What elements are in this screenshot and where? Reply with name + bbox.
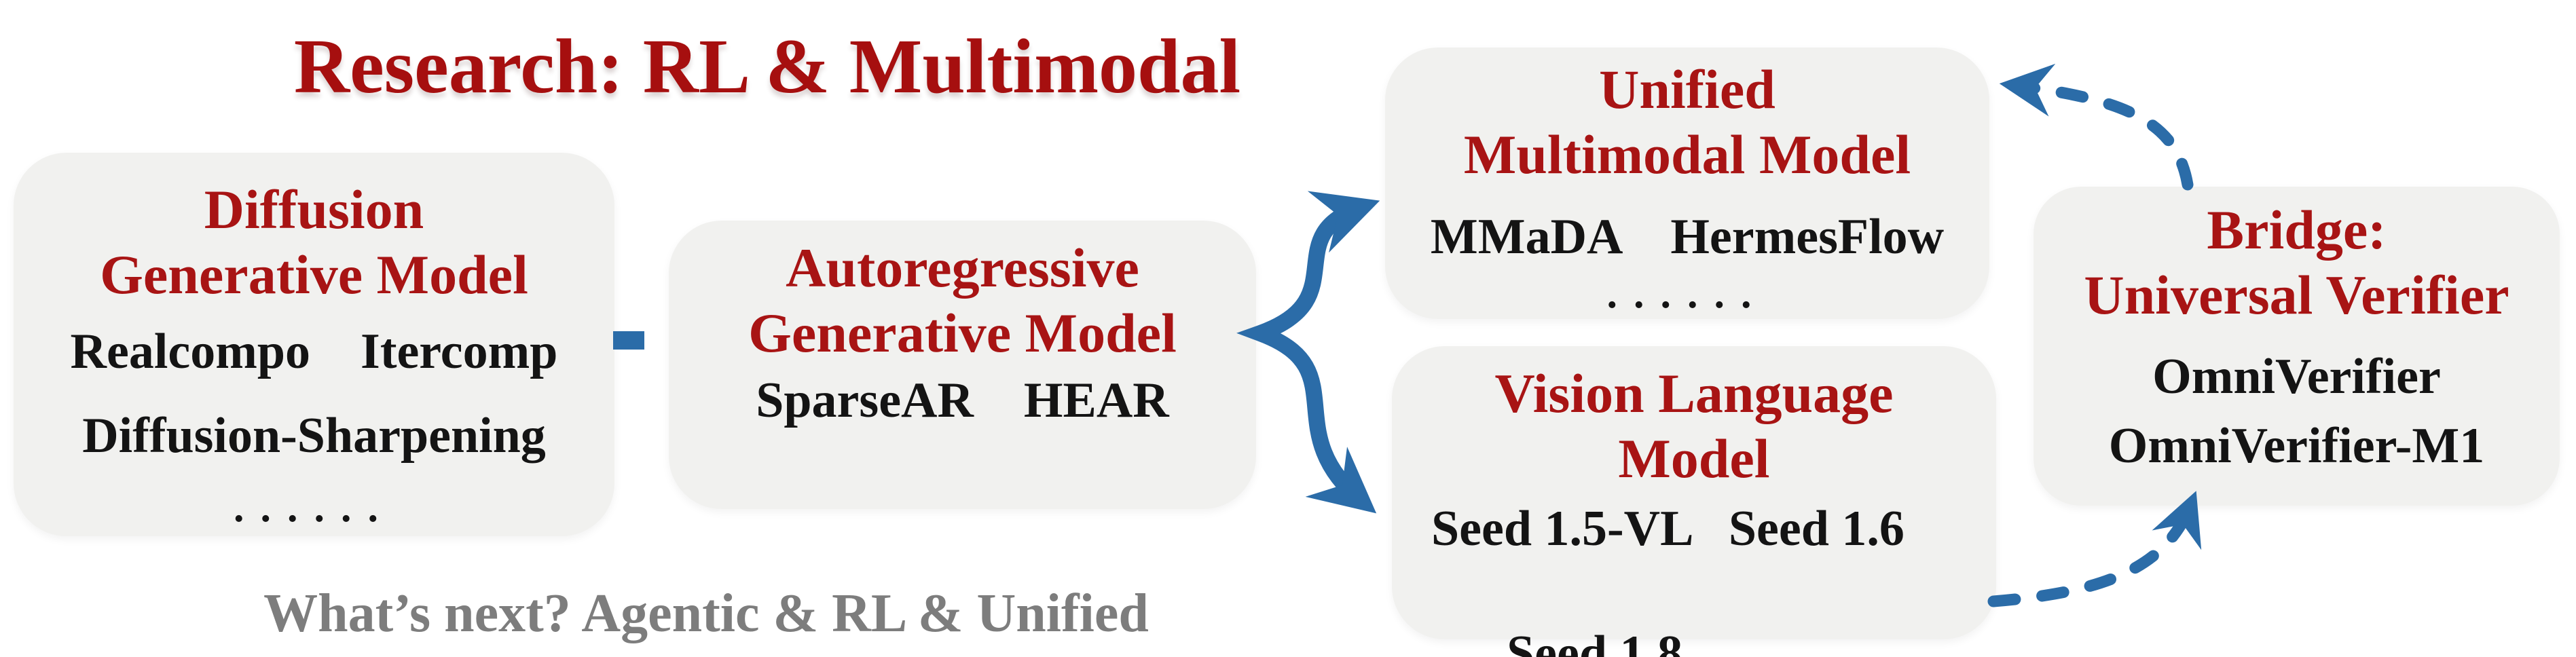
- box-autoregressive-title-line2: Generative Model: [748, 301, 1177, 364]
- box-diffusion-ellipsis: ......: [234, 484, 394, 531]
- bridge-to-unified-dashed-arrow-icon: [1999, 63, 2194, 191]
- box-diffusion-row-realcompo-itercomp: Realcompo Itercomp: [70, 323, 558, 379]
- box-vlm-ellipsis: ......: [1784, 633, 1945, 657]
- split-brace-arrow-icon: [1236, 191, 1380, 514]
- connector-dash-icon: [613, 331, 644, 350]
- box-bridge-universal-verifier: Bridge: Universal Verifier OmniVerifier …: [2034, 187, 2560, 506]
- whats-next-caption: What’s next? Agentic & RL & Unified: [263, 584, 1149, 643]
- box-unified-title-line1: Unified: [1599, 58, 1775, 120]
- box-vision-language-model: Vision Language Model Seed 1.5-VL Seed 1…: [1392, 346, 1996, 657]
- box-diffusion-generative-model: Diffusion Generative Model Realcompo Ite…: [14, 153, 614, 536]
- box-vlm-title-line2: Model: [1618, 427, 1770, 489]
- box-autoregressive-generative-model: Autoregressive Generative Model SparseAR…: [669, 221, 1256, 509]
- vlm-to-bridge-dashed-arrow-icon: [1987, 491, 2202, 607]
- box-bridge-title-line1: Bridge:: [2207, 199, 2387, 261]
- box-vlm-title-line1: Vision Language: [1494, 362, 1894, 424]
- box-bridge-row-omniverifier: OmniVerifier: [2152, 348, 2441, 405]
- box-autoregressive-row-sparsear-hear: SparseAR HEAR: [756, 372, 1169, 428]
- box-unified-multimodal-model: Unified Multimodal Model MMaDA HermesFlo…: [1385, 48, 1989, 319]
- box-unified-row-mmada-hermesflow: MMaDA HermesFlow: [1430, 208, 1945, 265]
- box-autoregressive-title-line1: Autoregressive: [786, 237, 1139, 299]
- page-title: Research: RL & Multimodal: [293, 23, 1241, 109]
- box-diffusion-row-diffusion-sharpening: Diffusion-Sharpening: [82, 407, 546, 464]
- box-vlm-seed18-label: Seed 1.8: [1507, 625, 1682, 657]
- box-unified-title-line2: Multimodal Model: [1463, 123, 1911, 185]
- box-vlm-row-seed15vl-seed16: Seed 1.5-VL Seed 1.6: [1431, 500, 1905, 557]
- box-vlm-row-seed18: Seed 1.8......: [1392, 578, 1996, 657]
- box-bridge-title-line2: Universal Verifier: [2084, 263, 2509, 326]
- box-bridge-row-omniverifier-m1: OmniVerifier-M1: [2108, 417, 2485, 474]
- box-unified-ellipsis: ......: [1606, 270, 1768, 317]
- box-diffusion-title-line2: Generative Model: [100, 243, 528, 305]
- box-diffusion-title-line1: Diffusion: [204, 179, 424, 240]
